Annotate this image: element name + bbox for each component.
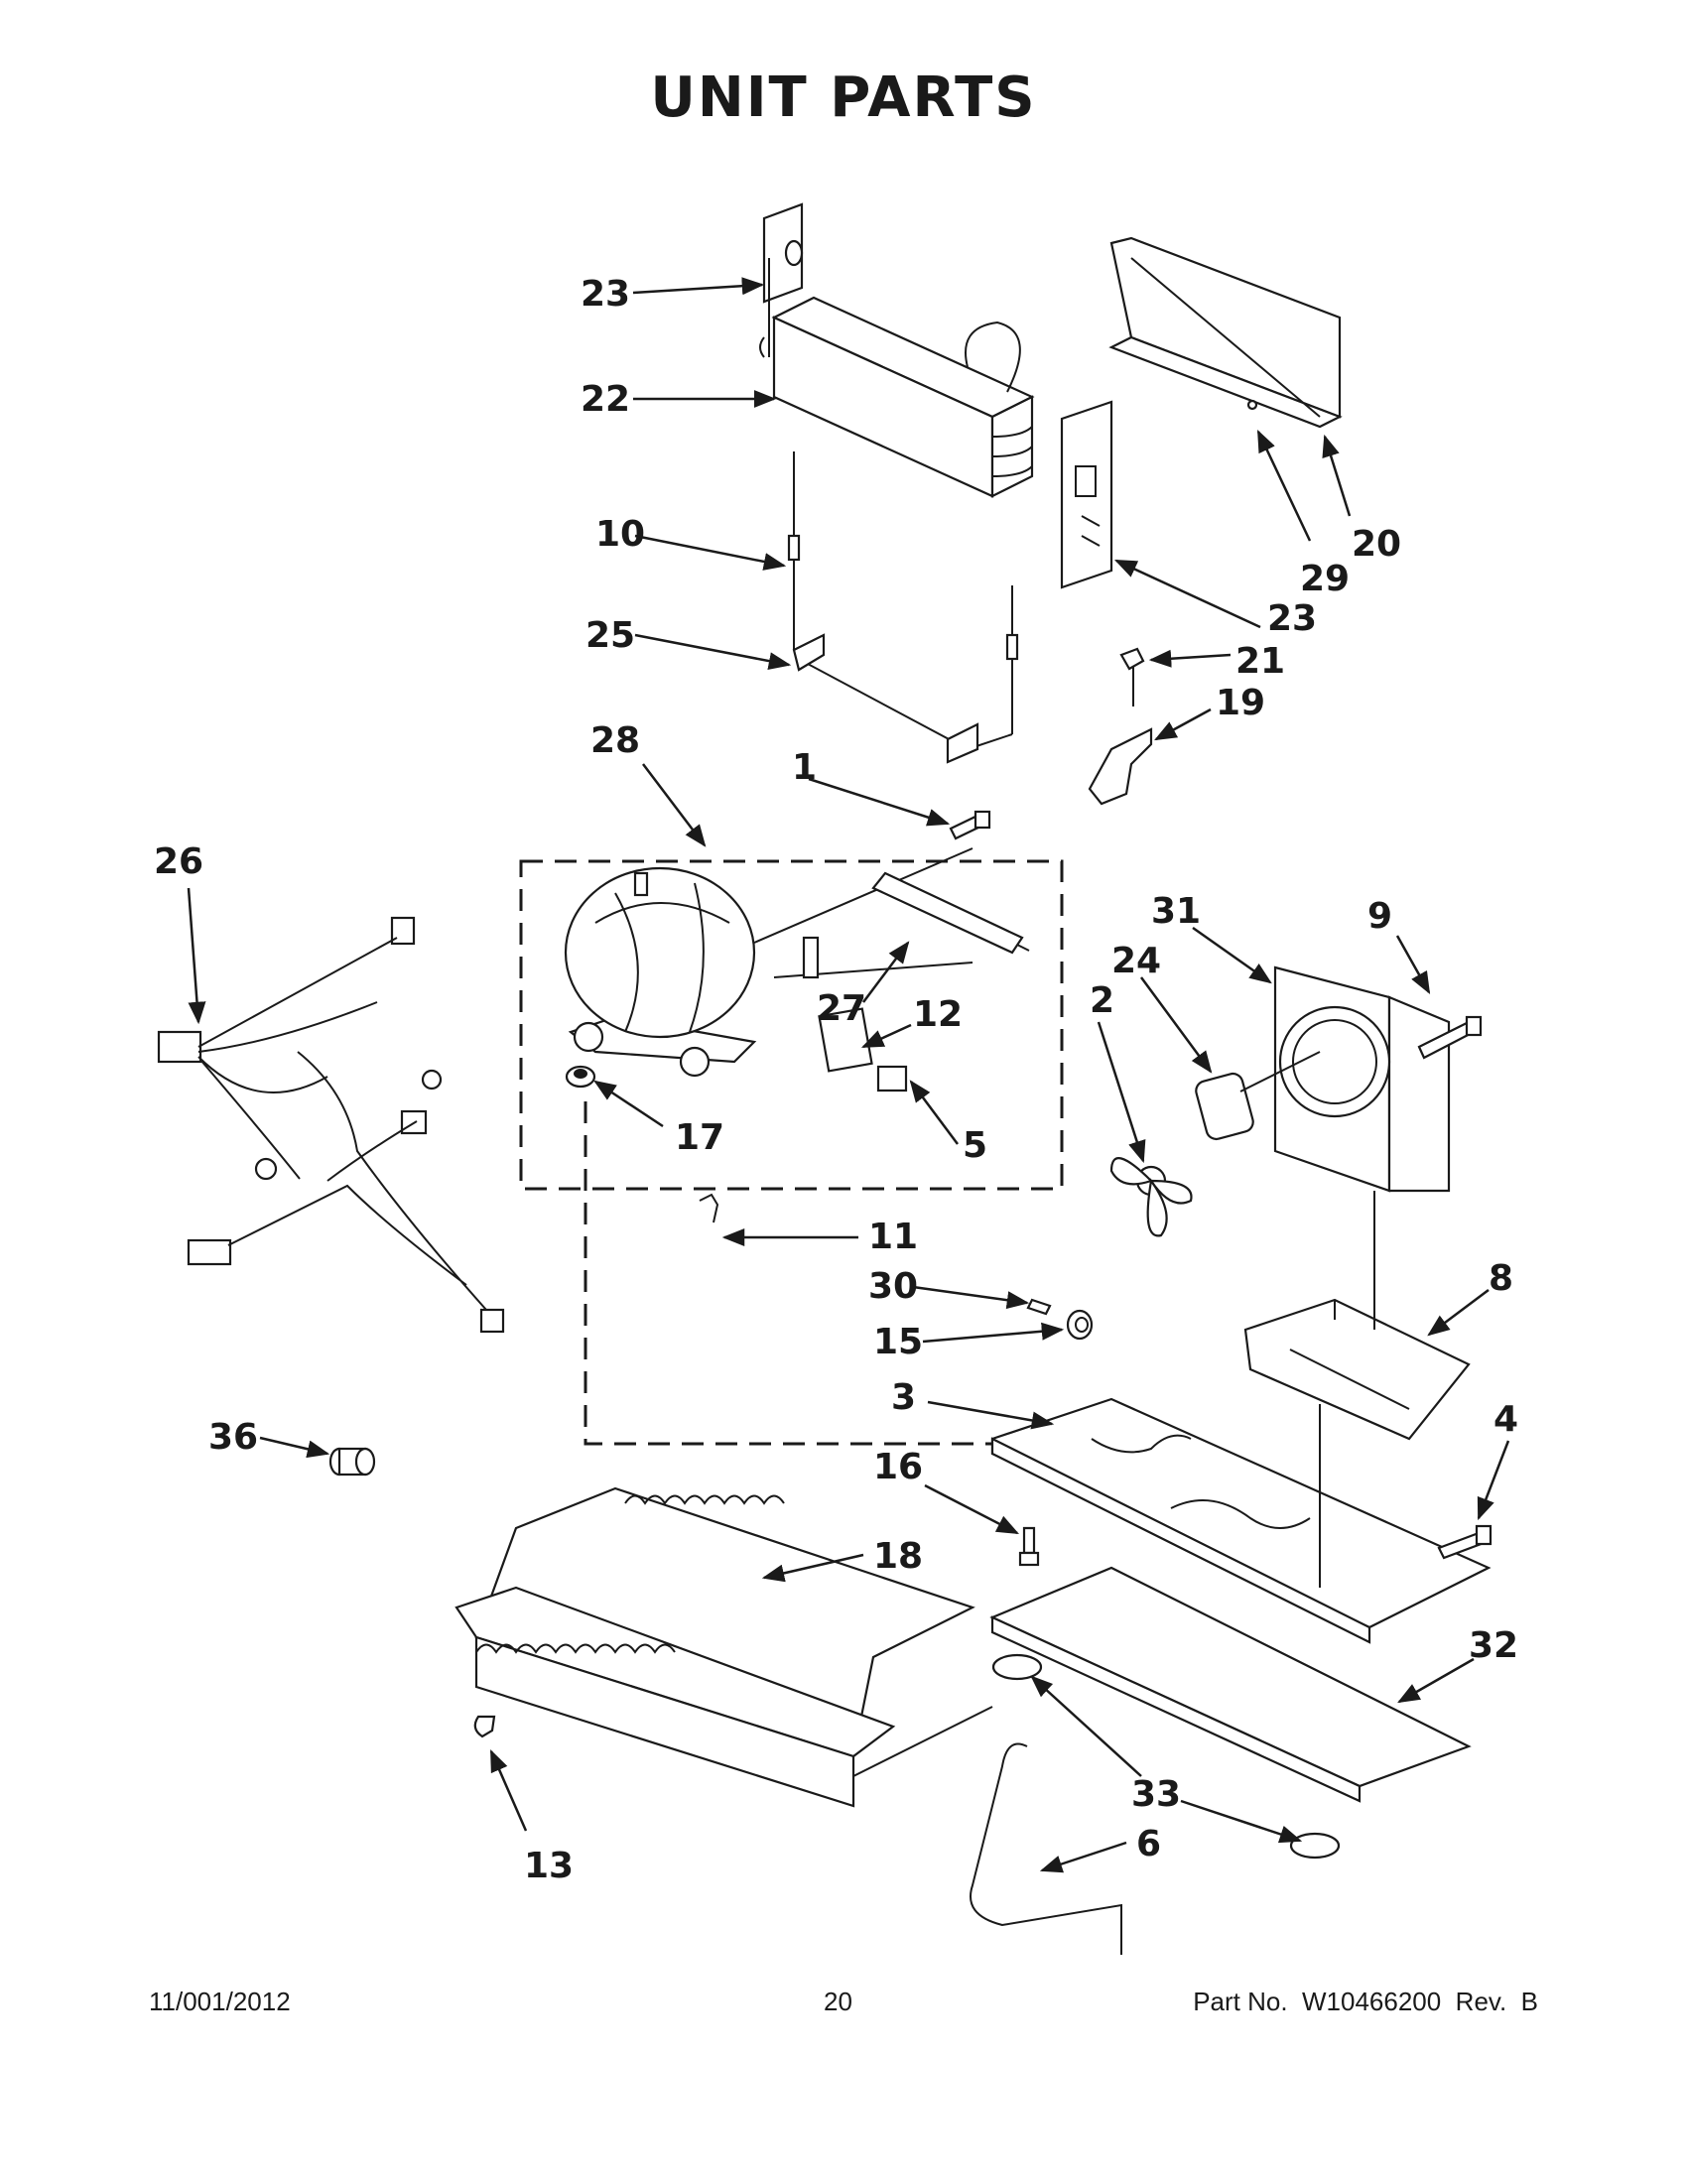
callout-27: 27 xyxy=(817,988,866,1029)
callout-29: 29 xyxy=(1300,559,1350,599)
clip-bracket-19 xyxy=(1088,727,1153,806)
callout-33: 33 xyxy=(1131,1774,1181,1815)
part-number: Part No. W10466200 Rev. B xyxy=(1193,1987,1538,2016)
bolt-1 xyxy=(949,810,991,840)
side-bracket-right xyxy=(1060,400,1113,589)
callout-28: 28 xyxy=(590,720,640,761)
drain-tube-6 xyxy=(970,1742,1122,1955)
washer-30 xyxy=(1026,1298,1052,1316)
grommet-17 xyxy=(565,1065,596,1089)
condenser-coil xyxy=(759,202,1035,498)
compressor xyxy=(564,847,973,1078)
callout-11: 11 xyxy=(868,1217,918,1257)
callout-24: 24 xyxy=(1111,941,1161,981)
page-number: 20 xyxy=(824,1987,852,2016)
screw-21 xyxy=(1119,647,1145,707)
callout-4: 4 xyxy=(1493,1399,1518,1440)
callout-3: 3 xyxy=(891,1377,916,1418)
fan-blade-2 xyxy=(1109,1157,1193,1237)
callout-20: 20 xyxy=(1352,524,1401,565)
callout-17: 17 xyxy=(675,1117,724,1158)
electrical-cover-8 xyxy=(1243,1191,1471,1441)
wiring-harness xyxy=(157,916,505,1334)
callout-30: 30 xyxy=(868,1266,918,1307)
callout-22: 22 xyxy=(581,379,630,420)
callout-1: 1 xyxy=(792,747,817,788)
compressor-group-box xyxy=(519,859,1064,1191)
callout-9: 9 xyxy=(1367,896,1392,937)
sensor-tubes xyxy=(787,451,1019,764)
callout-23: 23 xyxy=(581,274,630,315)
page-title: UNIT PARTS xyxy=(650,65,1037,130)
leader-lines xyxy=(187,277,1510,1873)
pad-32 xyxy=(989,1566,1472,1803)
base-pan-3 xyxy=(990,1397,1492,1644)
air-duct-cover xyxy=(1108,236,1343,429)
fan-shroud-31 xyxy=(1273,965,1451,1193)
callout-18: 18 xyxy=(873,1536,923,1577)
overload-5 xyxy=(876,1065,908,1092)
callout-19: 19 xyxy=(1216,683,1265,723)
callout-31: 31 xyxy=(1151,891,1201,932)
callout-16: 16 xyxy=(873,1447,923,1487)
plug-36 xyxy=(328,1447,376,1477)
callout-21: 21 xyxy=(1235,641,1285,682)
callout-36: 36 xyxy=(208,1417,258,1458)
bolt-16 xyxy=(1018,1526,1040,1567)
callout-26: 26 xyxy=(154,841,203,882)
callout-13: 13 xyxy=(524,1846,574,1886)
callout-5: 5 xyxy=(963,1125,987,1166)
foot-33a xyxy=(991,1653,1043,1681)
grommet-15 xyxy=(1066,1309,1094,1341)
callout-12: 12 xyxy=(913,994,963,1035)
filter-drier-27 xyxy=(871,871,1030,955)
clip-13 xyxy=(473,1715,496,1738)
bolt-4 xyxy=(1437,1524,1492,1560)
callout-8: 8 xyxy=(1489,1258,1513,1299)
callout-25: 25 xyxy=(585,615,635,656)
assembly-link-line xyxy=(584,1101,1002,1446)
callout-10: 10 xyxy=(595,514,645,555)
callout-labels: 23 22 10 25 23 20 29 21 19 28 1 26 27 12… xyxy=(154,274,1518,1886)
fan-motor-24 xyxy=(1195,1051,1321,1141)
callout-23b: 23 xyxy=(1267,598,1317,639)
condenser-18 xyxy=(454,1486,993,1808)
footer-date: 11/001/2012 xyxy=(149,1987,291,2016)
callout-15: 15 xyxy=(873,1322,923,1362)
callout-32: 32 xyxy=(1469,1625,1518,1666)
callout-6: 6 xyxy=(1136,1824,1161,1864)
tube-connector-11 xyxy=(699,1193,719,1223)
screw-9 xyxy=(1417,1015,1483,1060)
foot-33b xyxy=(1289,1832,1341,1860)
callout-2: 2 xyxy=(1090,980,1114,1021)
